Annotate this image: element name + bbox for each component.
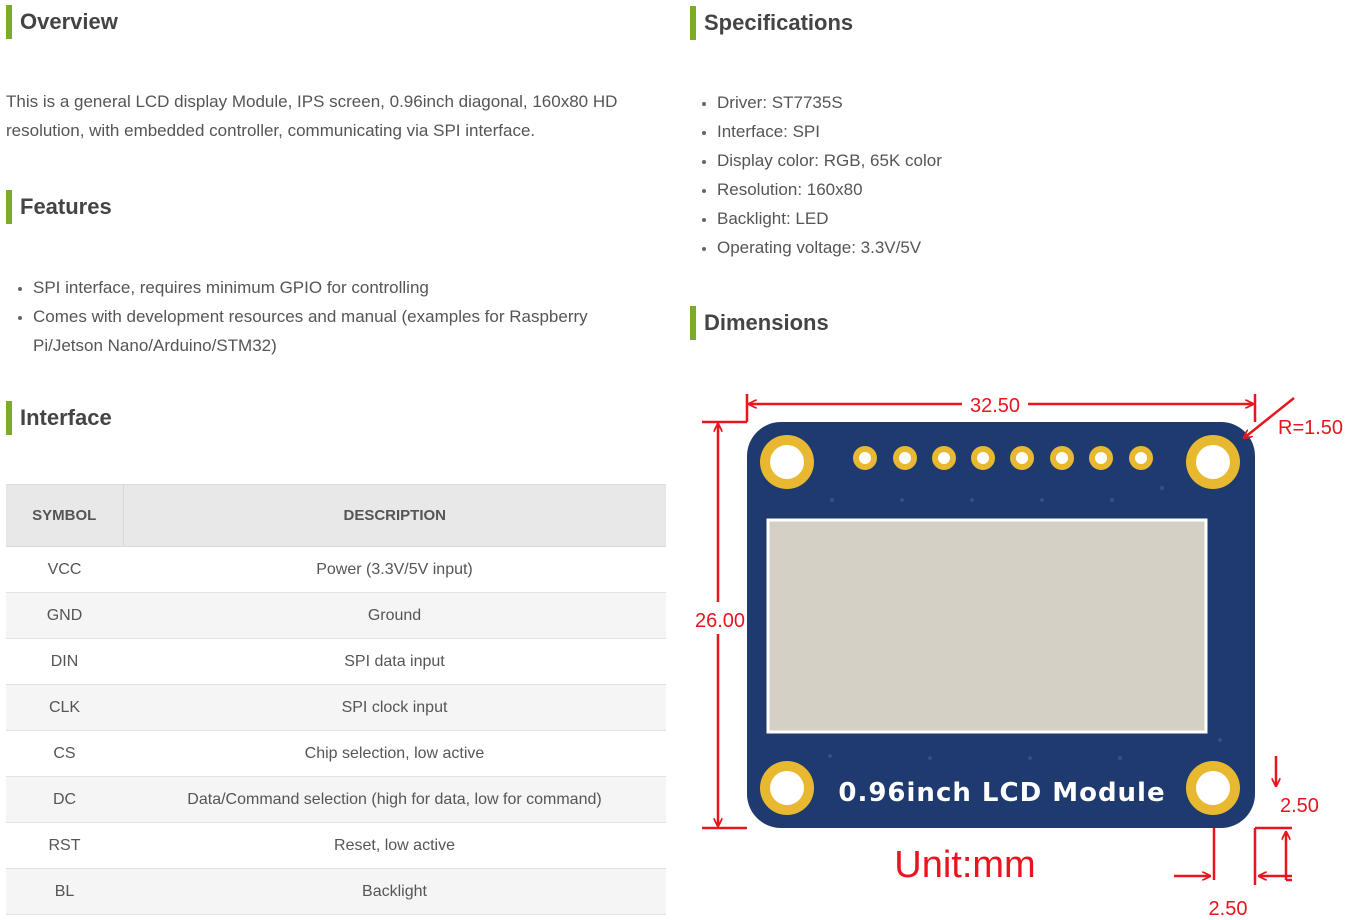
overview-paragraph: This is a general LCD display Module, IP… bbox=[6, 87, 666, 145]
symbol-cell: GND bbox=[6, 592, 123, 639]
radius-label: R=1.50 bbox=[1278, 417, 1343, 439]
description-cell: Chip selection, low active bbox=[123, 730, 666, 777]
list-item: Driver: ST7735S bbox=[717, 88, 1350, 117]
description-cell: SPI clock input bbox=[123, 684, 666, 731]
overview-heading: Overview bbox=[6, 5, 118, 39]
description-cell: Ground bbox=[123, 592, 666, 639]
width-label: 32.50 bbox=[970, 395, 1020, 417]
dimensions-heading: Dimensions bbox=[690, 306, 829, 340]
header-pins bbox=[853, 446, 1153, 470]
description-cell: Backlight bbox=[123, 868, 666, 915]
mounting-holes bbox=[760, 435, 1240, 815]
list-item: Operating voltage: 3.3V/5V bbox=[717, 233, 1350, 262]
list-item: Backlight: LED bbox=[717, 204, 1350, 233]
symbol-cell: VCC bbox=[6, 546, 123, 593]
lcd-screen bbox=[766, 518, 1208, 734]
column-header-symbol: SYMBOL bbox=[6, 484, 123, 547]
symbol-cell: DC bbox=[6, 776, 123, 823]
height-label: 26.00 bbox=[695, 610, 745, 632]
symbol-cell: DIN bbox=[6, 638, 123, 685]
list-item: Display color: RGB, 65K color bbox=[717, 146, 1350, 175]
hole-offset-y-label: 2.50 bbox=[1280, 795, 1319, 817]
dimension-drawing: 0.96inch LCD Module 32.50 26.00 R=1.50 2… bbox=[695, 394, 1343, 920]
radius-leader bbox=[1244, 397, 1295, 438]
list-item: SPI interface, requires minimum GPIO for… bbox=[33, 273, 643, 302]
column-header-description: DESCRIPTION bbox=[122, 484, 666, 547]
symbol-cell: BL bbox=[6, 868, 123, 915]
specifications-list: Driver: ST7735S Interface: SPI Display c… bbox=[690, 88, 1350, 262]
board-label: 0.96inch LCD Module bbox=[838, 778, 1165, 808]
description-cell: SPI data input bbox=[123, 638, 666, 685]
overview-line: resolution, with embedded controller, co… bbox=[6, 121, 536, 140]
overview-line: This is a general LCD display Module, IP… bbox=[6, 92, 618, 111]
description-cell: Data/Command selection (high for data, l… bbox=[123, 776, 666, 823]
features-heading: Features bbox=[6, 190, 112, 224]
interface-heading: Interface bbox=[6, 401, 112, 435]
specifications-heading: Specifications bbox=[690, 6, 853, 40]
unit-label: Unit:mm bbox=[894, 844, 1035, 886]
pcb-vias bbox=[828, 486, 1222, 760]
symbol-cell: CLK bbox=[6, 684, 123, 731]
symbol-cell: RST bbox=[6, 822, 123, 869]
description-cell: Reset, low active bbox=[123, 822, 666, 869]
list-item: Interface: SPI bbox=[717, 117, 1350, 146]
hole-offset-x-label: 2.50 bbox=[1209, 898, 1248, 920]
symbol-cell: CS bbox=[6, 730, 123, 777]
features-list: SPI interface, requires minimum GPIO for… bbox=[6, 273, 643, 360]
list-item: Resolution: 160x80 bbox=[717, 175, 1350, 204]
table-header-row: SYMBOL DESCRIPTION bbox=[6, 484, 666, 547]
list-item: Comes with development resources and man… bbox=[33, 302, 643, 360]
description-cell: Power (3.3V/5V input) bbox=[123, 546, 666, 593]
